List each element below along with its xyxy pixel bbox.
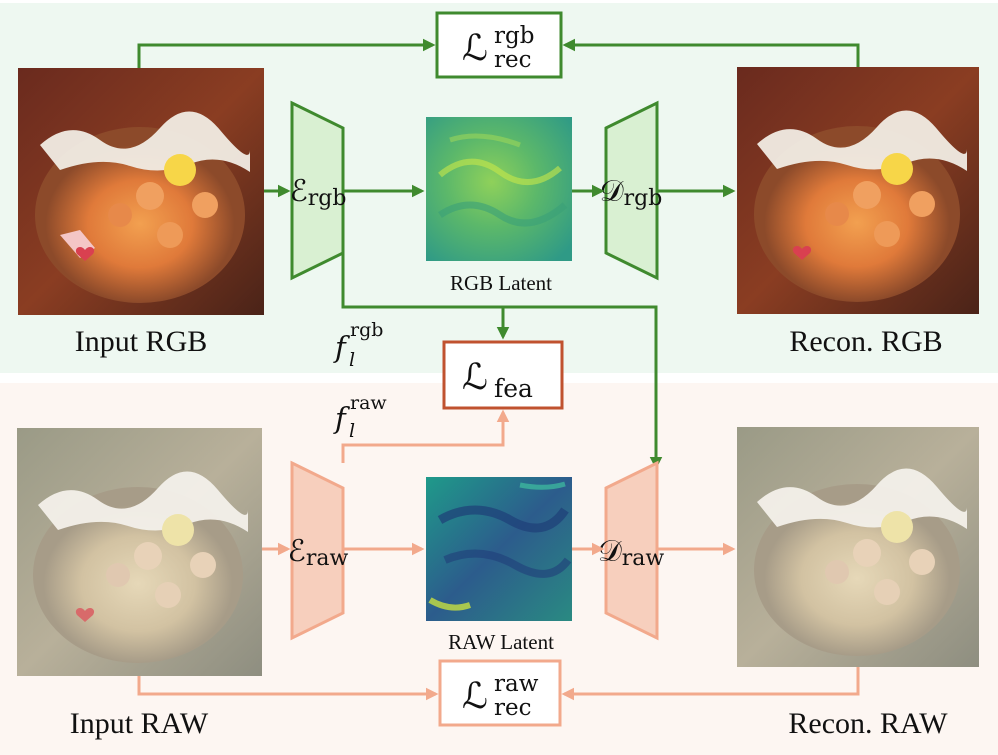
input-raw-image: [17, 428, 262, 676]
recon-rgb-caption: Recon. RGB: [789, 325, 942, 358]
rgb-encoder-block: ℰrgb: [290, 100, 347, 281]
raw-encoder-label: ℰraw: [288, 534, 349, 571]
rgb-encoder-label: ℰrgb: [290, 174, 347, 211]
input-rgb-image: [18, 68, 264, 315]
recon-raw-image: [737, 427, 979, 667]
rgb-flow-arrows: [137, 38, 860, 470]
rgb-latent-image: [426, 117, 572, 261]
raw-encoder-block: ℰraw: [288, 460, 349, 641]
rgb-decoder-block: 𝒟rgb: [600, 100, 662, 281]
recon-rgb-image: [737, 67, 979, 314]
raw-decoder-label: 𝒟raw: [598, 534, 665, 571]
raw-flow-arrows: [137, 409, 860, 701]
raw-latent-caption: RAW Latent: [448, 630, 554, 654]
input-rgb-caption: Input RGB: [75, 325, 208, 358]
rgb-latent-caption: RGB Latent: [450, 271, 552, 295]
raw-decoder-block: 𝒟raw: [598, 460, 665, 641]
recon-raw-caption: Recon. RAW: [788, 707, 948, 740]
raw-latent-image: [426, 477, 572, 621]
input-raw-caption: Input RAW: [70, 707, 209, 740]
